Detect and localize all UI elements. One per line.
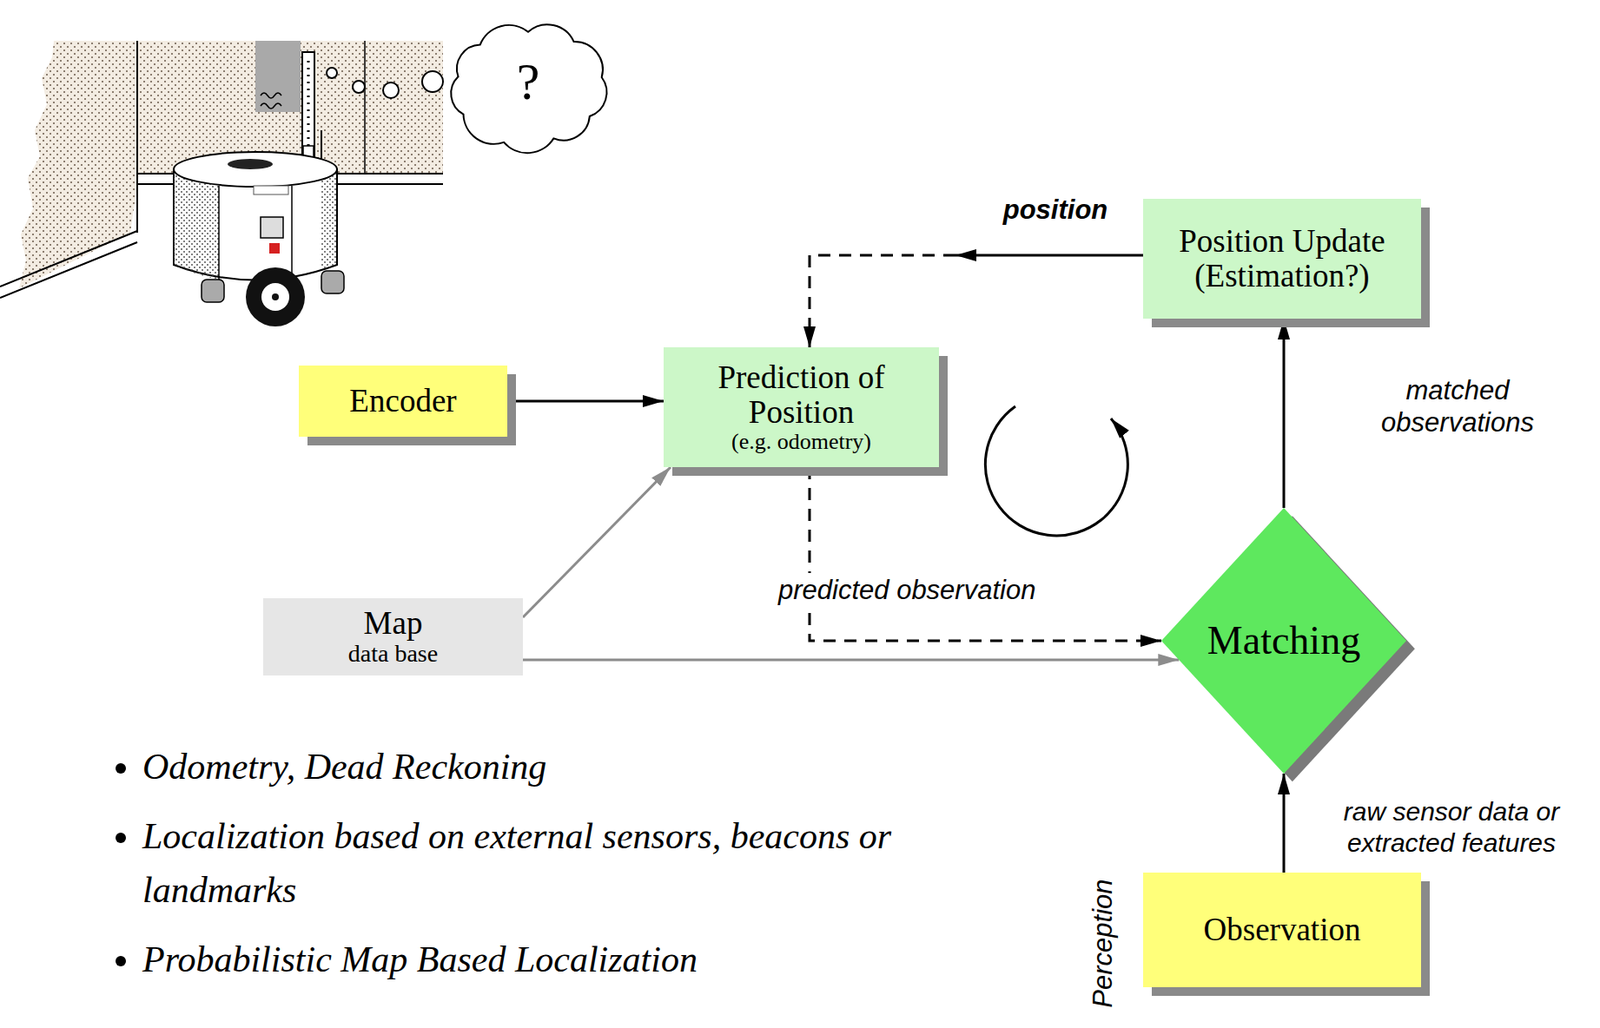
bullet-list: Odometry, Dead ReckoningLocalization bas…: [97, 740, 907, 1003]
connector: [809, 467, 1162, 642]
wall: [0, 40, 443, 298]
node-text: Observation: [1203, 912, 1362, 948]
database-box: Mapdata base: [263, 598, 523, 676]
thought-mark: ?: [502, 50, 555, 113]
connector-line: [522, 467, 671, 618]
node-text: Matching: [1207, 619, 1361, 663]
bullet-item: Probabilistic Map Based Localization: [142, 932, 907, 987]
flow-label: raw sensor data or extracted features: [1302, 795, 1600, 860]
flow-label: predicted observation: [774, 573, 1039, 608]
sensor-box: Observation: [1143, 872, 1422, 988]
process-box: Position Update (Estimation?): [1143, 198, 1422, 319]
connector-line: [809, 467, 1162, 642]
connector: [507, 401, 664, 403]
diamond-fill: [1161, 508, 1407, 774]
sensor-box: Encoder: [298, 365, 508, 437]
thought-bubbles: [326, 67, 443, 99]
cycle-arrow: [985, 406, 1128, 536]
connector: [809, 255, 1144, 348]
bullet-item: Odometry, Dead Reckoning: [142, 740, 907, 794]
connector: [1283, 773, 1285, 873]
connector-line: [507, 400, 664, 404]
connector-line: [1282, 773, 1286, 873]
flow-label: position: [978, 192, 1133, 227]
node-text: Position Update (Estimation?): [1153, 224, 1411, 294]
connector: [522, 467, 671, 618]
node-text: Map: [363, 606, 424, 642]
node-text: Prediction of Position: [674, 360, 929, 430]
node-text: data base: [348, 641, 438, 668]
connector: [1283, 318, 1285, 509]
decision-diamond: Matching: [1161, 508, 1407, 774]
connector-line: [955, 254, 1144, 258]
bullet-item: Localization based on external sensors, …: [142, 809, 907, 918]
connector: [522, 660, 1179, 662]
thought-cloud: [450, 24, 607, 153]
flow-label: matched observations: [1348, 373, 1567, 440]
node-text: (e.g. odometry): [731, 429, 872, 455]
connector-line: [1282, 318, 1286, 509]
perception-label: Perception: [1086, 871, 1119, 1018]
robot: [173, 52, 344, 327]
connector-line: [809, 255, 956, 348]
process-box: Prediction of Position(e.g. odometry): [663, 347, 939, 468]
connector-line: [522, 659, 1179, 662]
node-text: Encoder: [349, 383, 457, 419]
